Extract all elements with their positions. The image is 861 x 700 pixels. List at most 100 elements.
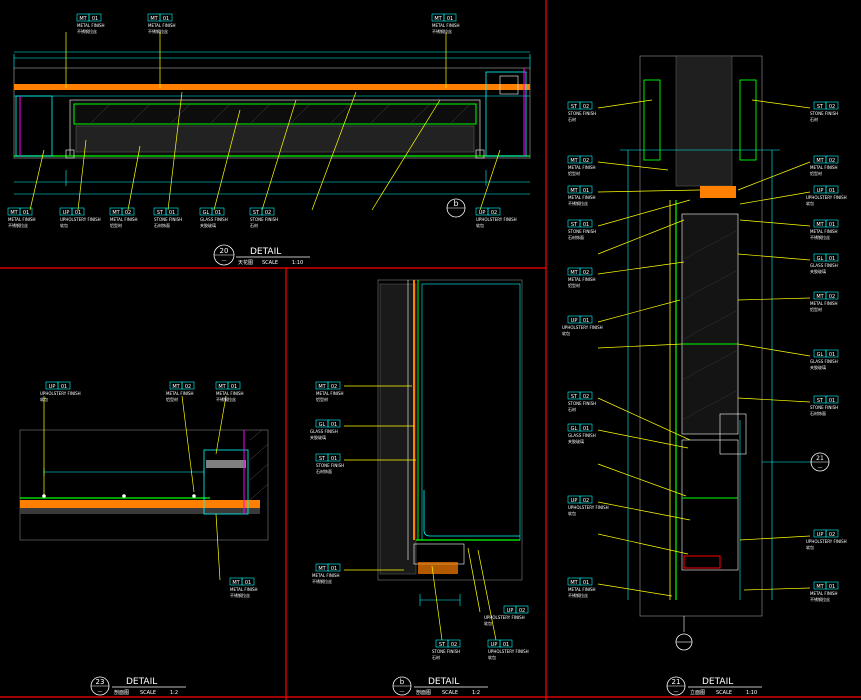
section-marker-b[interactable]: b	[446, 198, 466, 218]
tag-right-left-4[interactable]: ST 01 STONE FINISH 石材饰面	[567, 219, 596, 240]
svg-text:02: 02	[491, 210, 497, 216]
tag-right-left-2[interactable]: MT 02 METAL FINISH 铝型材	[567, 155, 596, 176]
svg-text:UPHOLSTERY FINISH: UPHOLSTERY FINISH	[562, 325, 603, 330]
tag-right-right-2[interactable]: MT 02 METAL FINISH 铝型材	[810, 155, 839, 176]
tag-right-left-5[interactable]: MT 02 METAL FINISH 铝型材	[567, 267, 596, 288]
tag-gl01-bc[interactable]: GL 01 GLASS FINISH 夹胶玻璃	[310, 419, 341, 440]
svg-text:ST: ST	[439, 642, 446, 648]
svg-text:ST: ST	[157, 210, 164, 216]
tag-mt01-bl-bottom[interactable]: MT 01 METAL FINISH 不锈钢拉丝	[229, 577, 258, 598]
svg-text:MT: MT	[816, 294, 824, 300]
svg-text:METAL FINISH: METAL FINISH	[166, 391, 194, 396]
tag-right-right-10[interactable]: MT 01 METAL FINISH 不锈钢拉丝	[810, 581, 839, 602]
tag-mt01-top-c[interactable]: MT 01 METAL FINISH 不锈钢拉丝	[431, 13, 460, 34]
scale-value: 1:2	[472, 690, 480, 696]
svg-text:01: 01	[829, 352, 835, 358]
tag-mt01-bl[interactable]: MT 01 METAL FINISH 不锈钢拉丝	[215, 381, 244, 402]
svg-text:02: 02	[583, 104, 589, 110]
tag-right-left-3[interactable]: MT 01 METAL FINISH 不锈钢拉丝	[567, 185, 596, 206]
panel-bottom-center: MT 02 METAL FINISH 铝型材 GL 01 GLASS FINIS…	[310, 279, 529, 696]
tag-right-right-7[interactable]: GL 01 GLASS FINISH 夹胶玻璃	[810, 349, 839, 370]
svg-text:02: 02	[583, 498, 589, 504]
tag-right-left-6[interactable]: UP 01 UPHOLSTERY FINISH 软包	[562, 315, 603, 336]
svg-text:UPHOLSTERY FINISH: UPHOLSTERY FINISH	[488, 649, 529, 654]
tag-right-right-3[interactable]: UP 01 UPHOLSTERY FINISH 软包	[806, 185, 847, 206]
scale-label: SCALE	[140, 690, 156, 696]
svg-text:MT: MT	[570, 270, 578, 276]
svg-text:UP: UP	[49, 384, 56, 390]
elevation-marker	[675, 616, 693, 651]
svg-text:不锈钢拉丝: 不锈钢拉丝	[77, 28, 97, 34]
svg-text:01: 01	[331, 456, 337, 462]
tag-mt01-top-b[interactable]: MT 01 METAL FINISH 不锈钢拉丝	[147, 13, 176, 34]
svg-text:ST: ST	[571, 394, 578, 400]
tag-right-right-6[interactable]: MT 02 METAL FINISH 铝型材	[810, 291, 839, 312]
tag-up01-bl[interactable]: UP 01 UPHOLSTERY FINISH 软包	[40, 381, 81, 402]
tag-mt02-bottom[interactable]: MT 02 METAL FINISH 铝型材	[109, 207, 138, 228]
svg-text:UPHOLSTERY FINISH: UPHOLSTERY FINISH	[476, 217, 517, 222]
tag-st02-bc[interactable]: ST 02 STONE FINISH 石材	[432, 639, 461, 660]
svg-text:石材: 石材	[250, 222, 258, 228]
svg-text:MT: MT	[434, 16, 442, 22]
tag-right-left-9[interactable]: UP 02 UPHOLSTERY FINISH 软包	[567, 495, 609, 516]
svg-text:夹胶玻璃: 夹胶玻璃	[810, 364, 826, 370]
title-block-23: 23 — DETAIL 剖面图 SCALE 1:2	[90, 676, 186, 696]
svg-text:UP: UP	[63, 210, 70, 216]
svg-text:不锈钢拉丝: 不锈钢拉丝	[432, 28, 452, 34]
panel-right: ST 02 STONE FINISH 石材 MT 02 METAL FINISH…	[562, 55, 847, 696]
svg-text:01: 01	[75, 210, 81, 216]
svg-text:STONE FINISH: STONE FINISH	[250, 217, 278, 222]
svg-text:STONE FINISH: STONE FINISH	[316, 463, 344, 468]
tag-right-left-10[interactable]: MT 01 METAL FINISH 不锈钢拉丝	[567, 577, 596, 598]
svg-text:METAL FINISH: METAL FINISH	[8, 217, 36, 222]
svg-text:石材: 石材	[810, 116, 818, 122]
svg-text:铝型材: 铝型材	[166, 396, 178, 402]
svg-text:GL: GL	[203, 210, 210, 216]
scale-label: SCALE	[262, 260, 278, 266]
svg-text:夹胶玻璃: 夹胶玻璃	[568, 438, 584, 444]
svg-text:MT: MT	[570, 158, 578, 164]
tag-right-left-1[interactable]: ST 02 STONE FINISH 石材	[567, 101, 596, 122]
tag-st01-bc[interactable]: ST 01 STONE FINISH 石材饰面	[315, 453, 344, 474]
tag-right-right-4[interactable]: MT 01 METAL FINISH 不锈钢拉丝	[810, 219, 839, 240]
tag-right-right-8[interactable]: ST 01 STONE FINISH 石材饰面	[810, 395, 839, 416]
tag-mt01-top-a[interactable]: MT 01 METAL FINISH 不锈钢拉丝	[76, 13, 105, 34]
svg-text:MT: MT	[218, 384, 226, 390]
subtitle-text: 剖面图	[114, 689, 129, 696]
tag-mt01-bc[interactable]: MT 01 METAL FINISH 不锈钢拉丝	[312, 563, 341, 584]
tag-up02-bc[interactable]: UP 02 UPHOLSTERY FINISH 软包	[484, 605, 529, 626]
panel-top-left: b MT 01 METAL FINISH 不锈钢拉丝 MT 01 METAL F…	[7, 13, 531, 266]
tag-mt02-bl[interactable]: MT 02 METAL FINISH 铝型材	[166, 381, 195, 402]
tag-up02-bottom[interactable]: UP 02 UPHOLSTERY FINISH 软包	[475, 207, 517, 228]
callout-sheet: —	[222, 258, 227, 264]
svg-text:UP: UP	[507, 608, 514, 614]
svg-text:01: 01	[583, 222, 589, 228]
svg-text:GLASS FINISH: GLASS FINISH	[810, 359, 838, 364]
tag-mt01-bottom[interactable]: MT 01 METAL FINISH 不锈钢拉丝	[7, 207, 36, 228]
tag-up01-bottom[interactable]: UP 01 UPHOLSTERY FINISH 软包	[59, 207, 101, 228]
svg-text:01: 01	[92, 16, 98, 22]
svg-text:02: 02	[829, 104, 835, 110]
tag-right-right-5[interactable]: GL 01 GLASS FINISH 夹胶玻璃	[810, 253, 839, 274]
svg-text:MT: MT	[816, 158, 824, 164]
svg-text:ST: ST	[817, 104, 824, 110]
svg-text:METAL FINISH: METAL FINISH	[568, 587, 596, 592]
svg-text:GLASS FINISH: GLASS FINISH	[568, 433, 596, 438]
section-marker-21[interactable]: 21 —	[762, 452, 830, 472]
svg-text:MT: MT	[112, 210, 120, 216]
tag-up01-bc[interactable]: UP 01 UPHOLSTERY FINISH 软包	[487, 639, 529, 660]
tag-st01-bottom[interactable]: ST 01 STONE FINISH 石材饰面	[153, 207, 182, 228]
tag-mt02-bc[interactable]: MT 02 METAL FINISH 铝型材	[315, 381, 344, 402]
tag-gl01-bottom[interactable]: GL 01 GLASS FINISH 夹胶玻璃	[199, 207, 228, 228]
svg-text:METAL FINISH: METAL FINISH	[568, 195, 596, 200]
tag-right-left-7[interactable]: ST 02 STONE FINISH 石材	[567, 391, 596, 412]
svg-text:02: 02	[583, 270, 589, 276]
svg-text:STONE FINISH: STONE FINISH	[154, 217, 182, 222]
svg-text:STONE FINISH: STONE FINISH	[568, 111, 596, 116]
tag-st02-bottom[interactable]: ST 02 STONE FINISH 石材	[249, 207, 278, 228]
tag-right-right-9[interactable]: UP 02 UPHOLSTERY FINISH 软包	[806, 529, 847, 550]
svg-text:UPHOLSTERY FINISH: UPHOLSTERY FINISH	[806, 195, 847, 200]
tag-right-left-8[interactable]: GL 01 GLASS FINISH 夹胶玻璃	[567, 423, 596, 444]
tag-right-right-1[interactable]: ST 02 STONE FINISH 石材	[810, 101, 839, 122]
svg-text:01: 01	[829, 256, 835, 262]
